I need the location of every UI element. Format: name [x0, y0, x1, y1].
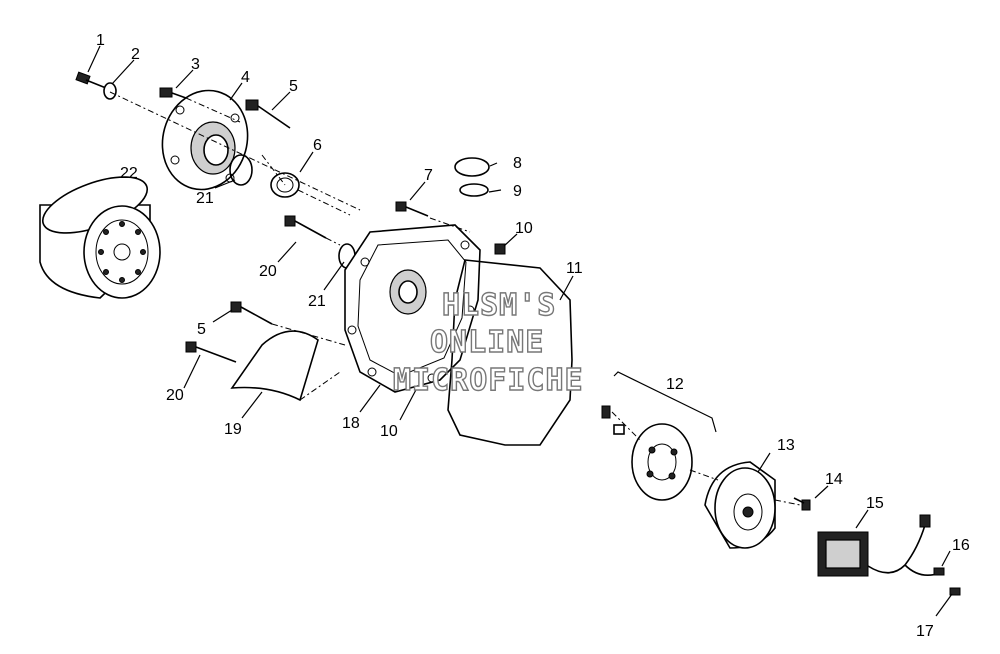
pin-part[interactable]	[613, 424, 625, 435]
bolt-part[interactable]	[245, 99, 291, 129]
leader-lines	[87, 45, 953, 617]
callout-14: 14	[825, 471, 843, 488]
callout-21: 21	[196, 190, 214, 207]
filter-adapter-part[interactable]	[151, 81, 258, 199]
callout-10-lower: 10	[380, 423, 398, 440]
cover-plate-part[interactable]	[230, 330, 319, 402]
callout-19: 19	[224, 421, 242, 438]
key-part[interactable]	[601, 405, 611, 419]
callout-11: 11	[566, 260, 583, 277]
cap-part[interactable]	[454, 157, 490, 177]
callout-5: 5	[289, 78, 298, 95]
stator-part[interactable]	[817, 514, 941, 577]
callout-2: 2	[131, 46, 140, 63]
callout-5-lower: 5	[197, 321, 206, 338]
callout-6: 6	[313, 137, 322, 154]
callout-21-lower: 21	[308, 293, 326, 310]
oil-filter-part[interactable]	[36, 166, 161, 299]
screw-part[interactable]	[933, 567, 945, 576]
crankcase-cover-part[interactable]	[344, 224, 481, 393]
gasket-ring-part[interactable]	[270, 172, 300, 198]
callout-16: 16	[952, 537, 970, 554]
callout-22: 22	[120, 165, 138, 182]
o-ring-part[interactable]	[459, 183, 489, 197]
callout-labels: 1 2 3 4 5 6 7 8 9 10 11 12 13 14 15 16 1…	[96, 32, 970, 640]
watermark-line-3: MICROFICHE	[393, 363, 584, 398]
flywheel-part[interactable]	[631, 423, 693, 501]
watermark-line-1: HLSM'S	[442, 288, 556, 323]
screw-part[interactable]	[949, 587, 961, 596]
bolt-part[interactable]	[395, 201, 429, 217]
callout-18: 18	[342, 415, 360, 432]
callout-3: 3	[191, 56, 200, 73]
callout-20-lower: 20	[166, 387, 184, 404]
callout-10: 10	[515, 220, 533, 237]
plug-part[interactable]	[494, 243, 506, 255]
callout-13: 13	[777, 437, 795, 454]
bolt-part[interactable]	[793, 497, 811, 511]
rotor-part[interactable]	[704, 461, 776, 549]
watermark: HLSM'S ONLINE MICROFICHE	[392, 287, 584, 398]
callout-bracket	[613, 371, 717, 433]
o-ring-part[interactable]	[229, 154, 253, 186]
assembly-lines	[109, 91, 801, 506]
watermark-line-2: ONLINE	[430, 325, 544, 360]
bolt-part[interactable]	[75, 71, 107, 89]
callout-7: 7	[424, 167, 433, 184]
bolt-part[interactable]	[284, 215, 327, 239]
callout-20: 20	[259, 263, 277, 280]
gasket-part[interactable]	[447, 259, 573, 446]
callout-12: 12	[666, 376, 684, 393]
callout-9: 9	[513, 183, 522, 200]
callout-8: 8	[513, 155, 522, 172]
callout-15: 15	[866, 495, 884, 512]
washer-part[interactable]	[103, 82, 117, 100]
bolt-part[interactable]	[230, 301, 273, 325]
callout-17: 17	[916, 623, 934, 640]
callout-4: 4	[241, 69, 250, 86]
callout-1: 1	[96, 32, 105, 49]
bolt-part[interactable]	[159, 87, 187, 99]
bolt-part[interactable]	[185, 341, 237, 363]
